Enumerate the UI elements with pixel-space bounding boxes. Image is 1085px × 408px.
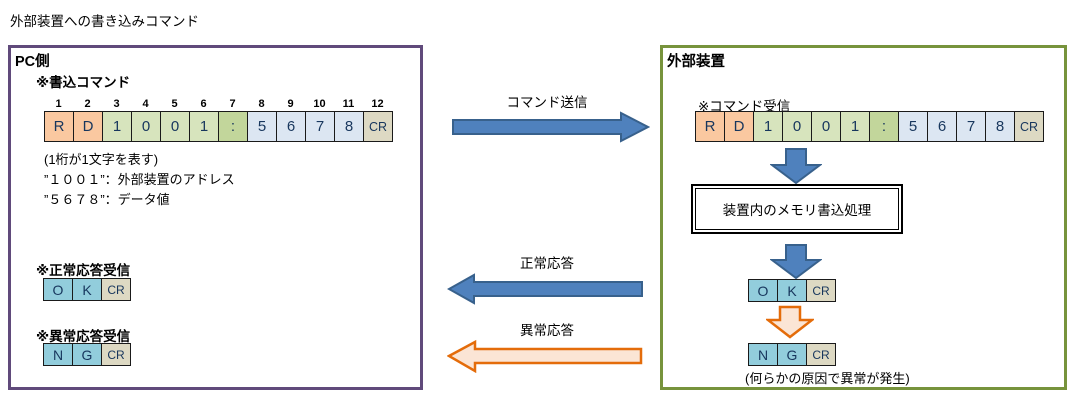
ok-response-flow-label: 正常応答 bbox=[520, 256, 574, 271]
command-cell: 6 bbox=[276, 111, 306, 142]
command-cell: 0 bbox=[160, 111, 190, 142]
command-cell: 0 bbox=[131, 111, 161, 142]
pc-panel-title: PC側 bbox=[15, 54, 50, 70]
ok-response-label: ※正常応答受信 bbox=[36, 263, 131, 278]
digit-number: 1 bbox=[55, 98, 62, 110]
digit-number: 12 bbox=[371, 98, 384, 110]
pc-command-cell-row: R D 1 0 0 1 : 5 6 7 8 CR bbox=[44, 111, 393, 142]
command-cell: 1 bbox=[189, 111, 219, 142]
pc-ng-cell-row: N G CR bbox=[43, 343, 131, 366]
digit-number: 3 bbox=[113, 98, 120, 110]
note-address: ”１００１”：外部装置のアドレス bbox=[44, 172, 235, 187]
command-cell: 7 bbox=[305, 111, 335, 142]
command-cell: 1 bbox=[102, 111, 132, 142]
down-arrow-icon bbox=[770, 244, 822, 280]
ng-response-arrow-icon bbox=[447, 339, 643, 373]
memory-write-process-box: 装置内のメモリ書込処理 bbox=[691, 184, 903, 234]
response-cell: N bbox=[748, 343, 778, 366]
command-cell-cr: CR bbox=[1014, 111, 1044, 142]
command-cell: 7 bbox=[956, 111, 986, 142]
response-cell: O bbox=[43, 278, 73, 301]
command-cell: D bbox=[724, 111, 754, 142]
digit-number: 10 bbox=[313, 98, 326, 110]
command-cell-cr: CR bbox=[363, 111, 393, 142]
response-cell-cr: CR bbox=[101, 343, 131, 366]
digit-number: 11 bbox=[342, 98, 355, 110]
note-data-value: ”５６７８”：データ値 bbox=[44, 192, 170, 207]
receive-command-label: ※コマンド受信 bbox=[698, 99, 791, 114]
pc-panel: PC側 ※書込コマンド 1 2 3 4 5 6 7 8 9 10 11 12 R… bbox=[8, 45, 423, 390]
device-panel: 外部装置 ※コマンド受信 R D 1 0 0 1 : 5 6 7 8 CR 装置… bbox=[660, 45, 1067, 390]
note-digit-meaning: (1桁が1文字を表す) bbox=[44, 152, 159, 167]
ok-response-arrow-icon bbox=[447, 273, 643, 305]
write-command-label: ※書込コマンド bbox=[36, 75, 131, 90]
digit-number: 5 bbox=[171, 98, 178, 110]
device-panel-title: 外部装置 bbox=[667, 54, 725, 70]
error-cause-note: (何らかの原因で異常が発生) bbox=[745, 371, 910, 386]
digit-number: 7 bbox=[229, 98, 236, 110]
down-arrow-icon bbox=[770, 148, 822, 185]
digit-number: 2 bbox=[84, 98, 91, 110]
diagram-title: 外部装置への書き込みコマンド bbox=[10, 14, 199, 29]
digit-number: 4 bbox=[142, 98, 149, 110]
error-down-arrow-icon bbox=[766, 305, 814, 339]
response-cell: G bbox=[777, 343, 807, 366]
digit-number: 9 bbox=[287, 98, 294, 110]
command-cell: 0 bbox=[811, 111, 841, 142]
device-ng-cell-row: N G CR bbox=[748, 343, 836, 366]
digit-number-row: 1 2 3 4 5 6 7 8 9 10 11 12 bbox=[44, 98, 392, 110]
device-command-cell-row: R D 1 0 0 1 : 5 6 7 8 CR bbox=[695, 111, 1044, 142]
command-cell: R bbox=[44, 111, 74, 142]
digit-number: 6 bbox=[200, 98, 207, 110]
command-cell: R bbox=[695, 111, 725, 142]
command-cell: 6 bbox=[927, 111, 957, 142]
send-command-arrow-icon bbox=[452, 111, 650, 143]
send-command-label: コマンド送信 bbox=[506, 95, 588, 110]
command-cell: 5 bbox=[898, 111, 928, 142]
response-cell-cr: CR bbox=[806, 343, 836, 366]
device-ok-cell-row: O K CR bbox=[748, 279, 836, 302]
response-cell: O bbox=[748, 279, 778, 302]
response-cell: G bbox=[72, 343, 102, 366]
command-cell: : bbox=[869, 111, 899, 142]
command-cell: : bbox=[218, 111, 248, 142]
memory-write-process-label: 装置内のメモリ書込処理 bbox=[695, 188, 899, 230]
response-cell: K bbox=[72, 278, 102, 301]
ng-response-label: ※異常応答受信 bbox=[36, 329, 131, 344]
command-cell: 8 bbox=[334, 111, 364, 142]
response-cell: N bbox=[43, 343, 73, 366]
command-cell: 1 bbox=[840, 111, 870, 142]
ng-response-flow-label: 異常応答 bbox=[520, 323, 574, 338]
response-cell: K bbox=[777, 279, 807, 302]
command-cell: 5 bbox=[247, 111, 277, 142]
response-cell-cr: CR bbox=[101, 278, 131, 301]
command-cell: 8 bbox=[985, 111, 1015, 142]
response-cell-cr: CR bbox=[806, 279, 836, 302]
command-cell: 1 bbox=[753, 111, 783, 142]
command-cell: D bbox=[73, 111, 103, 142]
pc-ok-cell-row: O K CR bbox=[43, 278, 131, 301]
digit-number: 8 bbox=[258, 98, 265, 110]
command-cell: 0 bbox=[782, 111, 812, 142]
